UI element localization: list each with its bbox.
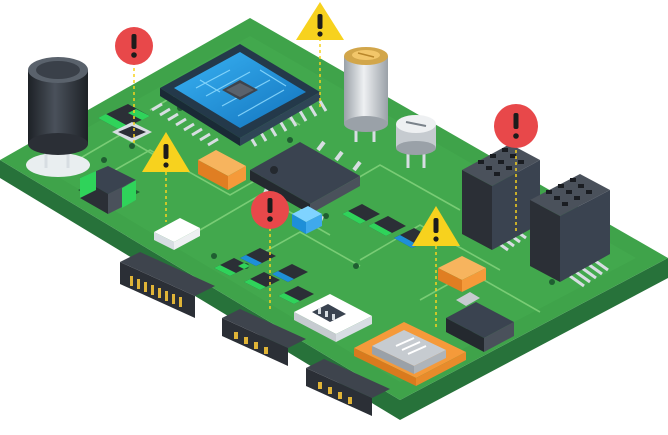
white-component bbox=[154, 218, 200, 250]
edge-connector-small bbox=[306, 359, 390, 416]
board-edge bbox=[0, 160, 668, 420]
smd-resistor-white bbox=[294, 294, 372, 342]
alert-markers bbox=[115, 2, 538, 328]
warning-triangle-icon bbox=[296, 2, 344, 110]
edge-connector-large bbox=[120, 252, 215, 318]
electrolytic-capacitor-black bbox=[26, 57, 90, 177]
sensor-chip-orange bbox=[354, 322, 466, 386]
potentiometer bbox=[396, 115, 436, 168]
exclamation-circle-icon bbox=[494, 104, 538, 232]
exclamation-circle-icon bbox=[115, 27, 153, 146]
smd-resistor-top-left-2 bbox=[112, 122, 152, 142]
soic-chip bbox=[250, 140, 362, 227]
power-transistor bbox=[446, 292, 514, 352]
warning-triangle-icon bbox=[412, 206, 460, 328]
smd-capacitor-left bbox=[78, 166, 140, 214]
smd-capacitor-blue bbox=[292, 206, 322, 234]
smd-resistor-row-center bbox=[214, 248, 314, 304]
electrolytic-capacitor-silver bbox=[344, 47, 388, 142]
smd-resistor-row-right bbox=[342, 204, 432, 248]
edge-connector-medium bbox=[222, 309, 306, 366]
exclamation-circle-icon bbox=[251, 191, 289, 310]
orange-component-left bbox=[198, 150, 246, 190]
microcontroller-chip bbox=[151, 44, 328, 147]
pin-header-right bbox=[530, 174, 610, 288]
orange-component-right bbox=[438, 256, 486, 292]
warning-triangle-icon bbox=[142, 132, 190, 222]
